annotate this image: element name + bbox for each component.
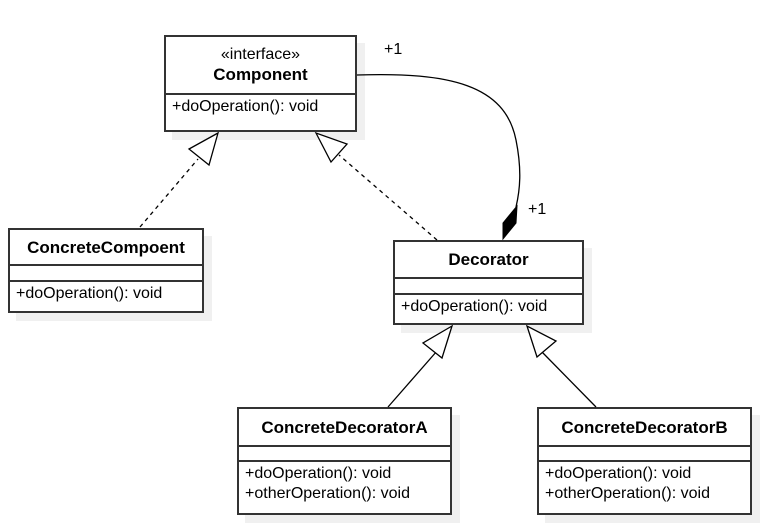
operations-compartment: +doOperation(): void +otherOperation(): …: [239, 462, 450, 506]
operations-compartment: +doOperation(): void: [10, 282, 202, 306]
operations-compartment: +doOperation(): void: [166, 95, 355, 119]
operations-compartment: +doOperation(): void: [395, 295, 582, 319]
class-concrete-decorator-b[interactable]: ConcreteDecoratorB +doOperation(): void …: [537, 407, 752, 515]
realization-edge-concrete-component[interactable]: [139, 158, 199, 228]
operation: +doOperation(): void: [545, 465, 692, 482]
class-decorator[interactable]: Decorator +doOperation(): void: [393, 240, 584, 325]
class-header: ConcreteDecoratorA: [239, 409, 450, 447]
operation: +doOperation(): void: [401, 298, 548, 315]
class-header: ConcreteDecoratorB: [539, 409, 750, 447]
class-name: Component: [213, 65, 308, 84]
attributes-compartment: [395, 279, 582, 295]
class-header: Decorator: [395, 242, 582, 279]
class-header: ConcreteCompoent: [10, 230, 202, 266]
class-name: Decorator: [448, 250, 529, 269]
operation: +doOperation(): void: [245, 465, 392, 482]
multiplicity-label-decorator-end: +1: [528, 201, 547, 218]
multiplicity-label-component-end: +1: [384, 41, 403, 58]
class-concrete-component[interactable]: ConcreteCompoent +doOperation(): void: [8, 228, 204, 313]
attributes-compartment: [239, 447, 450, 462]
operation: +doOperation(): void: [16, 285, 163, 302]
realization-edge-decorator[interactable]: [338, 154, 438, 241]
class-name: ConcreteDecoratorB: [561, 417, 728, 437]
operations-compartment: +doOperation(): void +otherOperation(): …: [539, 462, 750, 506]
class-name: ConcreteDecoratorA: [261, 417, 428, 437]
composition-edge[interactable]: [356, 73, 521, 208]
class-component[interactable]: «interface» Component +doOperation(): vo…: [164, 35, 357, 132]
class-concrete-decorator-a[interactable]: ConcreteDecoratorA +doOperation(): void …: [237, 407, 452, 515]
operation: +otherOperation(): void: [545, 485, 710, 502]
stereotype-label: «interface»: [220, 46, 301, 63]
attributes-compartment: [10, 266, 202, 282]
attributes-compartment: [539, 447, 750, 462]
operation: +otherOperation(): void: [245, 485, 410, 502]
generalization-edge-decorator-b[interactable]: [541, 351, 597, 408]
class-header: «interface» Component: [166, 37, 355, 95]
generalization-edge-decorator-a[interactable]: [387, 350, 438, 408]
operation: +doOperation(): void: [172, 98, 319, 115]
class-name: ConcreteCompoent: [27, 237, 185, 257]
filled-diamond-icon: [502, 204, 518, 241]
